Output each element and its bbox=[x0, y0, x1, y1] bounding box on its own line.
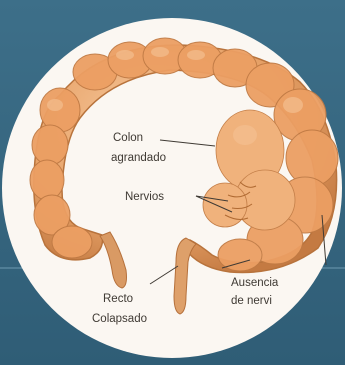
label-ausencia-line2: de nervi bbox=[231, 295, 272, 307]
label-colon-line2: agrandado bbox=[111, 152, 166, 164]
label-recto-line1: Recto bbox=[103, 293, 133, 305]
label-nervios: Nervios bbox=[125, 191, 164, 203]
label-colon-line1: Colon bbox=[113, 132, 143, 144]
label-recto-line2: Colapsado bbox=[92, 313, 147, 325]
label-ausencia-line1: Ausencia bbox=[231, 277, 279, 289]
